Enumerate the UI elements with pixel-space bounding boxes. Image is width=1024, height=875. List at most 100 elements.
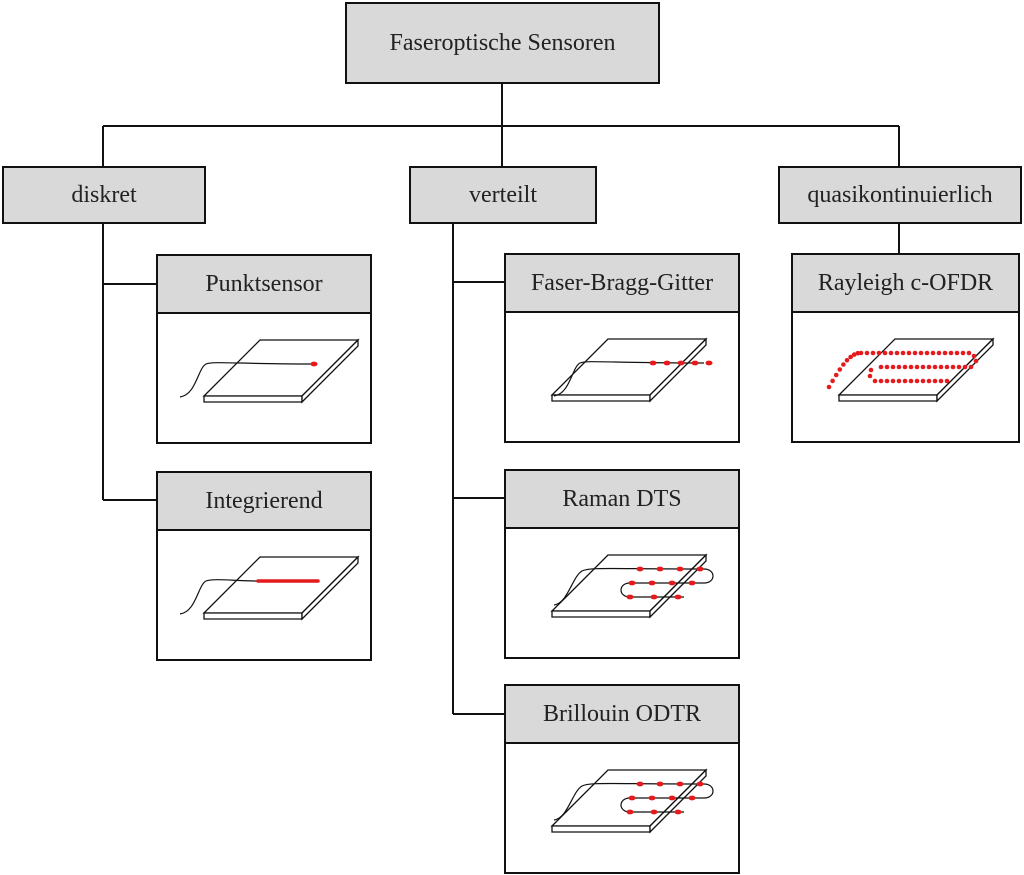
sensor-point-marker: [674, 594, 682, 600]
sensor-point-marker: [920, 378, 926, 384]
card-title: Rayleigh c-OFDR: [817, 269, 994, 296]
sensor-point-marker: [920, 364, 926, 370]
plate-side-edge: [649, 337, 707, 403]
sensor-point-marker: [668, 580, 676, 586]
sensor-point-marker: [918, 350, 924, 356]
sensor-point-marker: [888, 350, 894, 356]
sensor-point-marker: [826, 384, 832, 390]
sensor-point-marker: [696, 566, 704, 572]
card-header: Integrierend: [158, 473, 370, 531]
sensor-point-marker: [962, 364, 968, 370]
category-label: verteilt: [469, 181, 537, 208]
sensor-point-marker: [950, 364, 956, 370]
plate-front-edge: [551, 825, 651, 833]
plate-front-edge: [203, 612, 303, 620]
card-brillouin-odtr: Brillouin ODTR: [504, 684, 740, 874]
card-title: Punktsensor: [205, 270, 323, 297]
plate-side-edge: [301, 338, 359, 404]
sensor-point-marker: [938, 364, 944, 370]
sensor-point-marker: [668, 795, 676, 801]
sensor-point-marker: [938, 378, 944, 384]
sensor-point-marker: [890, 378, 896, 384]
sensor-illustration-fbg: [550, 337, 713, 403]
card-rayleigh-c-ofdr: Rayleigh c-OFDR: [791, 253, 1020, 443]
category-verteilt: verteilt: [409, 166, 597, 224]
sensor-point-marker: [677, 360, 685, 366]
sensor-illustration-point: [179, 338, 360, 404]
sensor-point-marker: [837, 367, 843, 372]
sensor-point-marker: [848, 354, 853, 360]
sensor-point-marker: [833, 372, 839, 378]
sensor-point-marker: [626, 594, 634, 600]
fiber-lead: [179, 362, 315, 398]
sensor-point-marker: [926, 378, 932, 384]
sensor-point-marker: [906, 350, 912, 356]
sensor-point-marker: [868, 367, 874, 373]
card-header: Faser-Bragg-Gitter: [506, 255, 738, 313]
sensor-point-marker: [914, 364, 920, 370]
sensor-point-marker: [954, 350, 960, 356]
sensor-point-marker: [896, 364, 902, 370]
category-label: diskret: [71, 181, 137, 208]
card-punktsensor: Punktsensor: [156, 254, 372, 444]
sensor-point-marker: [878, 378, 884, 384]
sensor-point-marker: [944, 364, 950, 370]
card-faser-bragg-gitter: Faser-Bragg-Gitter: [504, 253, 740, 443]
category-label: quasikontinuierlich: [807, 181, 993, 208]
sensor-point-marker: [930, 350, 936, 356]
sensor-point-marker: [944, 378, 950, 384]
plate-front-edge: [203, 395, 303, 403]
sensor-point-marker: [956, 364, 962, 370]
category-diskret: diskret: [2, 166, 206, 224]
sensor-point-marker: [876, 350, 882, 356]
plate-front-edge: [551, 394, 651, 402]
sensor-point-marker: [973, 358, 979, 364]
sensor-point-marker: [656, 781, 664, 787]
card-title: Brillouin ODTR: [542, 700, 701, 727]
card-header: Brillouin ODTR: [506, 686, 738, 744]
sensor-illustration-raman: [550, 553, 714, 619]
sensor-point-marker: [649, 360, 657, 366]
card-header: Raman DTS: [506, 471, 738, 529]
plate-side-edge: [649, 768, 707, 834]
sensor-point-marker: [872, 378, 878, 384]
sensor-point-marker: [676, 566, 684, 572]
fiber-meander: [553, 567, 714, 606]
sensor-point-marker: [896, 378, 902, 384]
sensor-point-marker: [936, 350, 942, 356]
sensor-point-marker: [858, 350, 864, 356]
sensor-point-marker: [864, 350, 870, 356]
sensor-point-marker: [942, 350, 948, 356]
sensor-point-marker: [884, 378, 890, 384]
plate-front-edge: [838, 394, 938, 402]
sensor-point-marker: [912, 350, 918, 356]
sensor-point-marker: [310, 361, 318, 367]
card-header: Rayleigh c-OFDR: [793, 255, 1018, 313]
card-header: Punktsensor: [158, 256, 370, 314]
sensor-point-marker: [968, 364, 974, 370]
sensor-point-marker: [900, 350, 906, 356]
sensor-point-marker: [696, 781, 704, 787]
plate-front-edge: [551, 610, 651, 618]
sensor-point-marker: [648, 795, 656, 801]
sensor-point-marker: [902, 364, 908, 370]
card-title: Faser-Bragg-Gitter: [530, 269, 714, 296]
root-label: Faseroptische Sensoren: [389, 29, 616, 56]
sensor-point-marker: [691, 360, 699, 366]
sensor-point-marker: [908, 364, 914, 370]
sensor-point-marker: [932, 364, 938, 370]
sensor-point-marker: [705, 360, 713, 366]
sensor-point-marker: [650, 594, 658, 600]
sensor-point-marker: [628, 795, 636, 801]
plate-side-edge: [301, 555, 359, 621]
category-quasikontinuierlich: quasikontinuierlich: [778, 166, 1022, 224]
sensor-point-marker: [688, 795, 696, 801]
sensor-point-marker: [851, 352, 857, 357]
sensor-illustration-brillouin: [550, 768, 714, 834]
sensor-point-marker: [948, 350, 954, 356]
sensor-point-marker: [926, 364, 932, 370]
sensor-point-marker: [648, 580, 656, 586]
sensor-point-marker: [882, 350, 888, 356]
sensor-point-marker: [636, 781, 644, 787]
sensor-point-marker: [870, 350, 876, 356]
